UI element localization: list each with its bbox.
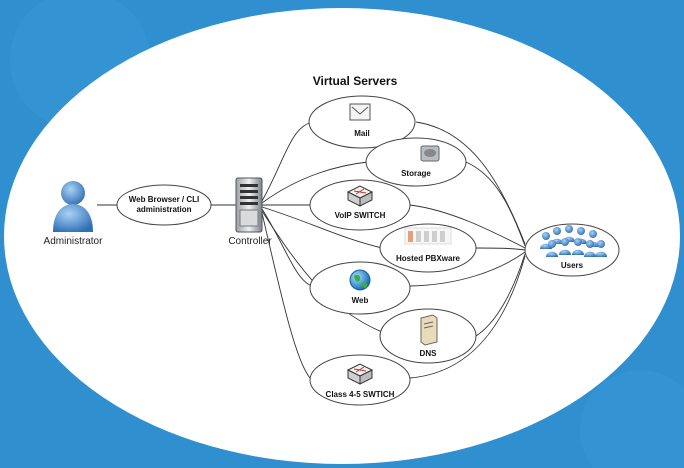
service-label-dns: DNS [419,349,437,358]
web-browser-label: Web Browser / CLI administration [117,195,211,215]
pbx-icon [404,227,452,245]
administrator-label: Administrator [43,236,103,247]
switch-icon [346,185,374,207]
service-label-hosted-pbxware: Hosted PBXware [395,254,461,263]
service-label-voip-switch: VoIP SWITCH [334,211,386,220]
users-group-icon [540,225,607,257]
diagram-title: Virtual Servers [312,74,398,88]
service-label-storage: Storage [401,169,431,178]
service-label-class-4-5-switch: Class 4-5 SWTICH [325,390,395,399]
service-label-web: Web [351,296,369,305]
web-browser-label-line2: administration [136,205,192,214]
web-browser-cli-node[interactable] [116,184,212,226]
service-label-mail: Mail [354,129,370,138]
controller-server-icon [235,177,263,233]
background-bubble [580,370,684,468]
dns-server-icon [420,314,438,346]
controller-label: Controller [228,236,272,247]
users-label: Users [560,261,584,270]
service-node-mail[interactable] [308,95,416,149]
storage-icon [420,145,440,162]
service-node-hosted-pbxware[interactable] [379,223,477,273]
globe-icon [349,269,371,291]
mail-icon [349,103,371,121]
web-browser-label-line1: Web Browser / CLI [128,195,200,204]
switch-icon [346,363,374,385]
service-node-storage[interactable] [365,137,467,187]
administrator-icon [53,181,93,232]
